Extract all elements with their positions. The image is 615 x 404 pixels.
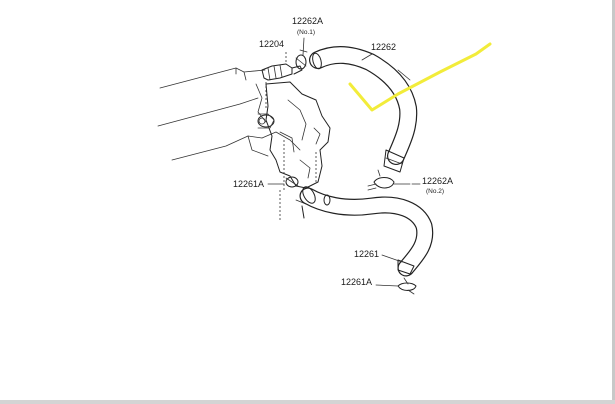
- vertical-scrollbar[interactable]: [612, 0, 615, 404]
- label-12261: 12261: [354, 249, 379, 259]
- label-12262: 12262: [371, 42, 396, 52]
- label-12262A-no1-note: (No.1): [297, 29, 315, 36]
- pcv-valve-12204: [261, 52, 303, 110]
- label-12261A-left: 12261A: [233, 179, 264, 189]
- clip-12261A-left: [267, 176, 299, 188]
- hose-12261: [299, 186, 434, 277]
- label-12261A-bottom: 12261A: [341, 277, 372, 287]
- label-12204: 12204: [259, 39, 284, 49]
- label-12262A-no2: 12262A: [422, 176, 453, 186]
- engine-block-outline: [157, 67, 301, 161]
- hose-12262: [309, 46, 418, 173]
- label-12262A-no1: 12262A: [292, 16, 323, 26]
- clip-12261A-bottom: [375, 277, 417, 295]
- clip-12262A-no1: [295, 37, 308, 70]
- horizontal-scrollbar[interactable]: [0, 400, 615, 404]
- yellow-annotation-stroke: [348, 42, 492, 112]
- clip-12262A-no2: [367, 169, 411, 191]
- label-12262A-no2-note: (No.2): [426, 188, 444, 195]
- leader-lines: [361, 53, 421, 263]
